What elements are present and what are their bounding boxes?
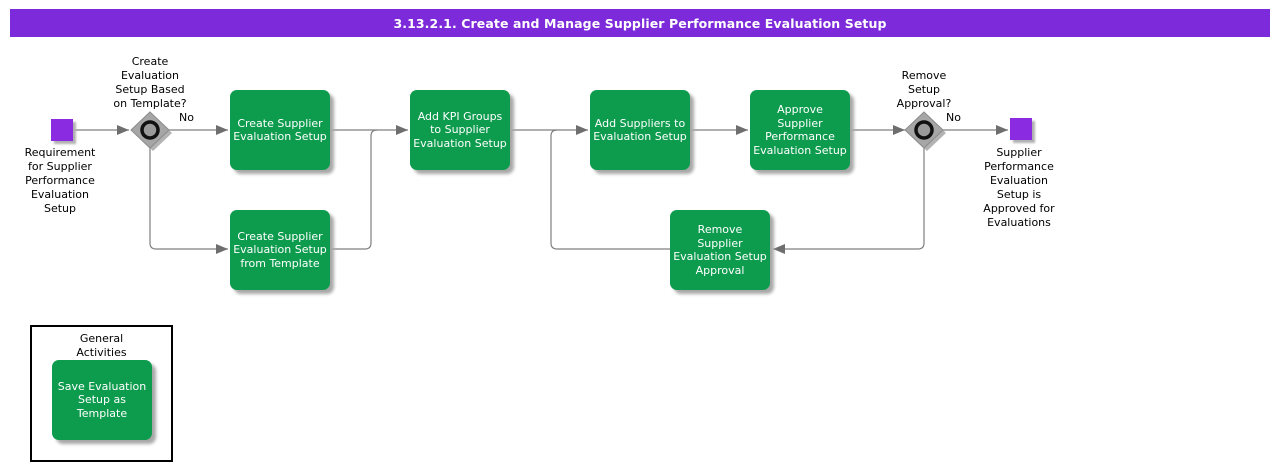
task-save-evaluation-setup-as-template[interactable]: Save Evaluation Setup as Template [52,360,152,440]
task-remove-supplier-evaluation-setup-approval[interactable]: Remove Supplier Evaluation Setup Approva… [670,210,770,290]
decision-create-from-template [130,111,172,151]
decision-remove-setup-approval [904,111,946,151]
decision1-no-label: No [179,111,194,124]
decision1-label: Create Evaluation Setup Based on Templat… [113,55,187,110]
connector-decision1-to-task2 [149,148,228,254]
task-approve-supplier-performance-evaluation-setup[interactable]: Approve Supplier Performance Evaluation … [750,90,850,170]
start-event-square [51,119,73,141]
task-create-supplier-evaluation-setup[interactable]: Create Supplier Evaluation Setup [230,90,330,170]
connector-task6-merge [550,129,670,250]
task-create-supplier-evaluation-setup-from-template[interactable]: Create Supplier Evaluation Setup from Te… [230,210,330,290]
decision2-no-label: No [946,111,961,124]
end-event-square [1010,118,1032,140]
general-activities-group: General Activities Save Evaluation Setup… [30,325,173,462]
decision2-label: Remove Setup Approval? [896,69,952,110]
start-event-label: Requirement for Supplier Performance Eva… [24,146,96,215]
end-event-label: Supplier Performance Evaluation Setup is… [983,146,1055,229]
task-add-suppliers[interactable]: Add Suppliers to Evaluation Setup [590,90,690,170]
connector-decision2-to-task6 [773,148,925,254]
task-add-kpi-groups[interactable]: Add KPI Groups to Supplier Evaluation Se… [410,90,510,170]
diagram-title-bar: 3.13.2.1. Create and Manage Supplier Per… [10,9,1270,37]
connector-task2-merge [330,129,378,250]
general-activities-title: General Activities [76,332,127,359]
